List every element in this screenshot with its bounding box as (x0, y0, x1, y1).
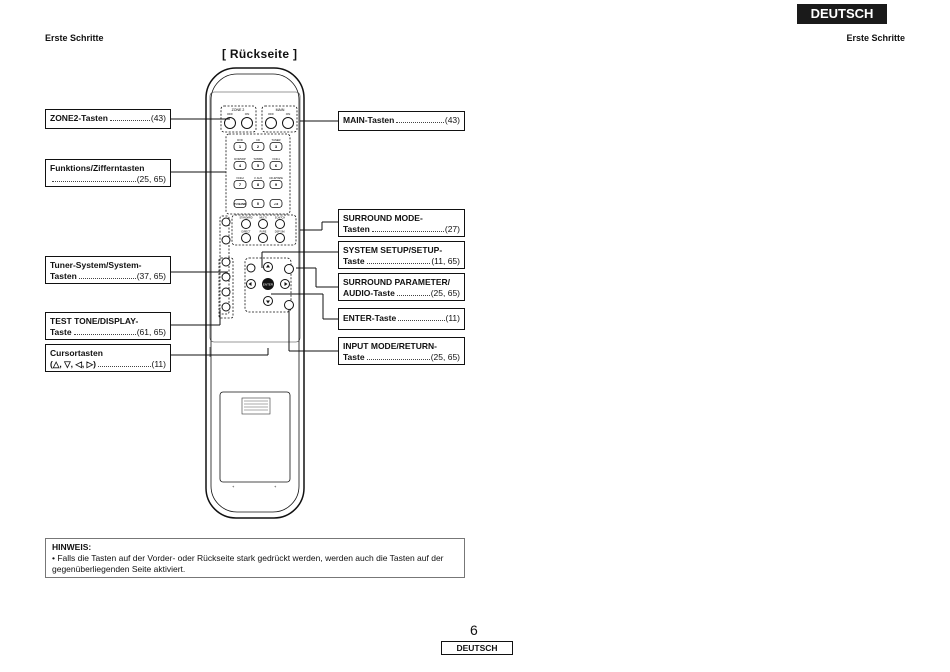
surround-keys-group: STANDARD MULTI 5CH/7CH DIRECT PURE DSP SIM. (240, 217, 286, 243)
zone2-on-label: ON (245, 112, 250, 116)
number-key-label: 0 (257, 201, 260, 206)
side-key (221, 257, 231, 267)
label-funktionstasten: Funktions/Zifferntasten (25, 65) (45, 159, 171, 187)
side-keys-group (221, 217, 231, 297)
label-cursortasten: Cursortasten (△, ▽, ◁, ▷)(11) (45, 344, 171, 372)
number-key-label: TU BAND (234, 202, 246, 206)
number-key (251, 142, 265, 151)
header-left-title: Erste Schritte (45, 33, 104, 43)
surround-key-label: DIRECT (242, 231, 251, 234)
note-title: HINWEIS: (52, 542, 92, 552)
surround-key-label: MULTI (260, 217, 267, 220)
zone2-off-button (224, 117, 236, 129)
number-key-source-label: DVD/VDP (234, 157, 246, 161)
label-main-tasten: MAIN-Tasten(43) (338, 111, 465, 131)
label-input-mode: INPUT MODE/RETURN- Taste(25, 65) (338, 337, 465, 365)
surround-key-label: PURE (260, 231, 267, 234)
enter-button (262, 278, 274, 290)
surround-key (241, 219, 251, 229)
number-key-source-label: DVD (237, 138, 243, 142)
main-title: MAIN (276, 108, 285, 112)
number-key (233, 161, 247, 170)
number-key-label: 5 (257, 163, 260, 168)
number-key (233, 142, 247, 151)
surround-key (258, 233, 268, 243)
side-key (221, 217, 231, 227)
side-key (221, 287, 231, 297)
para-button (284, 264, 294, 274)
surround-key-label: DSP SIM. (275, 231, 286, 234)
side-key (221, 235, 231, 245)
number-key (251, 199, 265, 208)
hinweis-note: HINWEIS: • Falls die Tasten auf der Vord… (45, 538, 465, 578)
number-key-label: 4 (239, 163, 242, 168)
number-key (269, 199, 283, 208)
number-key-label: 1 (239, 144, 242, 149)
section-title: [ Rückseite ] (222, 47, 298, 61)
surround-key-label: STANDARD (240, 217, 253, 220)
number-key-label: 8 (257, 182, 260, 187)
number-key-label: 2 (257, 144, 260, 149)
label-zone2-tasten: ZONE2-Tasten(43) (45, 109, 171, 129)
svg-text:+: + (274, 484, 277, 489)
label-surround-mode: SURROUND MODE- Tasten(27) (338, 209, 465, 237)
main-on-label: ON (286, 112, 291, 116)
zone2-on-button (241, 117, 253, 129)
number-key (251, 161, 265, 170)
surround-key-label: 5CH/7CH (275, 217, 286, 220)
surround-key (275, 219, 285, 229)
surround-key (241, 233, 251, 243)
note-text: • Falls die Tasten auf der Vorder- oder … (52, 553, 444, 574)
number-key (233, 199, 247, 208)
label-tuner-system: Tuner-System/System- Tasten(37, 65) (45, 256, 171, 284)
zone2-off-label: OFF (227, 112, 233, 116)
remote-control-illustration: ZONE 2 OFF ON MAIN OFF ON 1 DVD 2 CD 3 TUNER 4… (205, 67, 305, 519)
number-key-label: +10 (274, 202, 279, 206)
label-surround-parameter: SURROUND PARAMETER/ AUDIO-Taste(25, 65) (338, 273, 465, 301)
number-key (233, 180, 247, 189)
zone2-title: ZONE 2 (232, 108, 245, 112)
label-system-setup: SYSTEM SETUP/SETUP- Taste(11, 65) (338, 241, 465, 269)
number-keys-group: 1 DVD 2 CD 3 TUNER 4 DVD/VDP 5 TV/DBS 6 VCR-1 7 VCR-2… (233, 138, 283, 208)
footer-language-tab: DEUTSCH (441, 641, 513, 655)
main-off-button (265, 117, 277, 129)
svg-text:+: + (232, 484, 235, 489)
number-key (269, 142, 283, 151)
number-key-source-label: VCR-2 (236, 176, 244, 180)
number-key-label: 9 (275, 182, 278, 187)
surround-key (275, 233, 285, 243)
number-key (269, 180, 283, 189)
enter-label: ENTER (263, 283, 274, 287)
number-key-label: 7 (239, 182, 242, 187)
page-number: 6 (470, 622, 478, 638)
input-button (284, 300, 294, 310)
test-tone-button (221, 302, 231, 312)
number-key (251, 180, 265, 189)
system-setup-button (246, 263, 256, 273)
language-tab: DEUTSCH (797, 4, 887, 24)
label-enter-taste: ENTER-Taste(11) (338, 308, 465, 330)
number-key-source-label: CD-R/TAPE (269, 176, 283, 180)
main-off-label: OFF (268, 112, 274, 116)
number-key (269, 161, 283, 170)
number-key-label: 3 (275, 144, 278, 149)
number-key-source-label: CD (256, 138, 260, 142)
number-key-label: 6 (275, 163, 278, 168)
number-key-source-label: VCR-1 (272, 157, 280, 161)
header-right-title: Erste Schritte (846, 33, 905, 43)
number-key-source-label: TUNER (272, 138, 281, 142)
main-on-button (282, 117, 294, 129)
side-key (221, 272, 231, 282)
surround-key (258, 219, 268, 229)
label-test-tone: TEST TONE/DISPLAY- Taste(61, 65) (45, 312, 171, 340)
number-key-source-label: TV/DBS (253, 157, 263, 161)
number-key-source-label: V. AUX (254, 176, 262, 180)
